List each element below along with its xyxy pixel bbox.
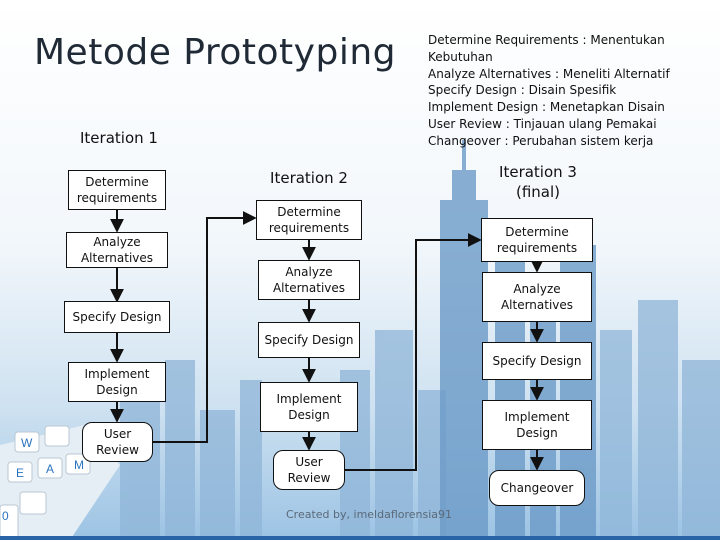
svg-text:0: 0 (2, 509, 9, 523)
author-credit: Created by, imeldaflorensia91 (286, 508, 453, 521)
slide-title: Metode Prototyping (34, 32, 396, 73)
legend-line: Determine Requirements : Menentukan (428, 33, 665, 47)
iteration-1-user-review: User Review (82, 422, 153, 462)
iteration-2-user-review: User Review (273, 450, 345, 490)
svg-text:A: A (46, 462, 54, 476)
iteration-2-label: Iteration 2 (270, 169, 348, 187)
iteration-2-analyze-alternatives: Analyze Alternatives (258, 260, 360, 300)
iteration-1-label: Iteration 1 (80, 129, 158, 147)
iteration-3-determine-requirements: Determine requirements (481, 218, 593, 262)
iteration-3-label: Iteration 3 (final) (488, 162, 588, 202)
legend-line: Specify Design : Disain Spesifik (428, 83, 617, 98)
svg-text:E: E (16, 466, 24, 480)
iteration-1-implement-design: Implement Design (68, 362, 166, 402)
iteration-3-specify-design: Specify Design (482, 342, 592, 380)
iteration-2-determine-requirements: Determine requirements (256, 200, 362, 240)
iteration-3-changeover: Changeover (489, 470, 585, 506)
svg-text:M: M (74, 458, 84, 472)
legend-line: Implement Design : Menetapkan Disain (428, 100, 665, 115)
legend-line: User Review : Tinjauan ulang Pemakai (428, 116, 657, 131)
legend-line: Kebutuhan (428, 49, 493, 64)
iteration-3-subtitle: (final) (515, 183, 561, 201)
legend-line: Analyze Alternatives : Meneliti Alternat… (428, 66, 670, 81)
svg-text:W: W (21, 436, 33, 450)
iteration-1-determine-requirements: Determine requirements (68, 170, 166, 210)
iteration-3-implement-design: Implement Design (482, 400, 592, 450)
legend-line: Changeover : Perubahan sistem kerja (428, 133, 654, 148)
iteration-1-specify-design: Specify Design (64, 301, 170, 333)
iteration-3-title: Iteration 3 (499, 163, 577, 181)
iteration-2-implement-design: Implement Design (260, 382, 358, 432)
iteration-3-analyze-alternatives: Analyze Alternatives (482, 272, 592, 322)
iteration-2-specify-design: Specify Design (258, 322, 360, 358)
terminology-legend: Determine Requirements : Menentukan Kebu… (428, 32, 713, 150)
iteration-1-analyze-alternatives: Analyze Alternatives (66, 232, 168, 268)
